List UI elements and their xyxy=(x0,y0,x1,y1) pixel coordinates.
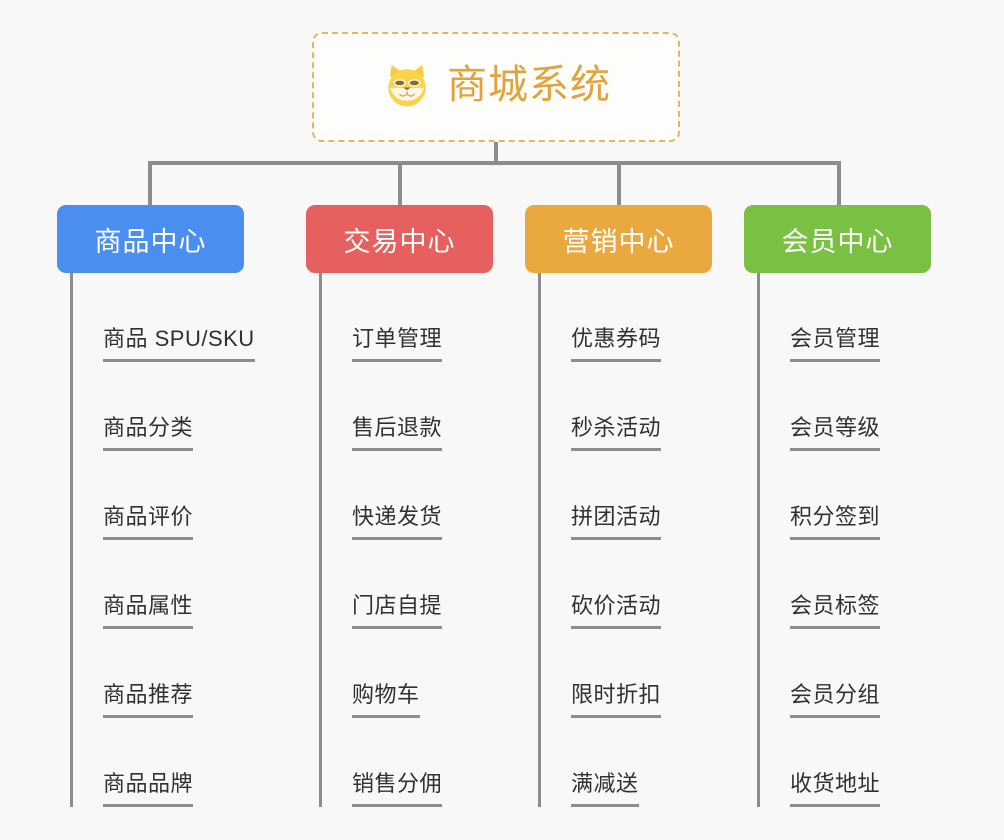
list-item[interactable]: 会员标签 xyxy=(760,540,931,629)
root-title: 商城系统 xyxy=(447,63,611,107)
leaf-label: 商品评价 xyxy=(103,504,194,540)
leaf-label: 商品属性 xyxy=(103,593,194,629)
leaf-list-product: 商品 SPU/SKU 商品分类 商品评价 商品属性 商品推荐 商品品牌 xyxy=(70,273,255,807)
leaf-label: 优惠券码 xyxy=(571,326,662,362)
root-node[interactable]: 商城系统 xyxy=(312,32,680,142)
leaf-label: 收货地址 xyxy=(790,771,881,807)
list-item[interactable]: 商品品牌 xyxy=(73,718,244,807)
list-item[interactable]: 订单管理 xyxy=(322,273,493,362)
list-item[interactable]: 优惠券码 xyxy=(541,273,712,362)
list-item[interactable]: 会员管理 xyxy=(760,273,931,362)
list-item[interactable]: 门店自提 xyxy=(322,540,493,629)
list-item[interactable]: 商品推荐 xyxy=(73,629,244,718)
category-header-marketing[interactable]: 营销中心 xyxy=(525,205,712,273)
list-item[interactable]: 商品分类 xyxy=(73,362,244,451)
leaf-label: 门店自提 xyxy=(352,593,443,629)
category-header-label: 会员中心 xyxy=(781,226,894,257)
leaf-label: 会员等级 xyxy=(790,415,881,451)
leaf-label: 商品品牌 xyxy=(103,771,194,807)
list-item[interactable]: 销售分佣 xyxy=(322,718,493,807)
category-header-label: 交易中心 xyxy=(343,226,456,257)
leaf-list-marketing: 优惠券码 秒杀活动 拼团活动 砍价活动 限时折扣 满减送 xyxy=(538,273,712,807)
leaf-label: 销售分佣 xyxy=(352,771,443,807)
connector-drop-4 xyxy=(837,163,841,207)
category-column-product: 商品中心 商品 SPU/SKU 商品分类 商品评价 商品属性 商品推荐 商品品牌 xyxy=(57,205,255,807)
leaf-label: 售后退款 xyxy=(352,415,443,451)
category-header-label: 商品中心 xyxy=(94,226,207,257)
category-header-member[interactable]: 会员中心 xyxy=(744,205,931,273)
list-item[interactable]: 售后退款 xyxy=(322,362,493,451)
list-item[interactable]: 快递发货 xyxy=(322,451,493,540)
leaf-label: 商品推荐 xyxy=(103,682,194,718)
list-item[interactable]: 会员分组 xyxy=(760,629,931,718)
shiba-inu-dog-face-icon xyxy=(381,61,433,113)
leaf-label: 商品分类 xyxy=(103,415,194,451)
list-item[interactable]: 会员等级 xyxy=(760,362,931,451)
leaf-list-member: 会员管理 会员等级 积分签到 会员标签 会员分组 收货地址 xyxy=(757,273,931,807)
leaf-label: 快递发货 xyxy=(352,504,443,540)
leaf-label: 订单管理 xyxy=(352,326,443,362)
connector-horizontal-bus xyxy=(148,161,841,165)
list-item[interactable]: 限时折扣 xyxy=(541,629,712,718)
leaf-label: 拼团活动 xyxy=(571,504,662,540)
leaf-label: 会员分组 xyxy=(790,682,881,718)
leaf-list-trade: 订单管理 售后退款 快递发货 门店自提 购物车 销售分佣 xyxy=(319,273,493,807)
connector-drop-3 xyxy=(617,163,621,207)
category-column-marketing: 营销中心 优惠券码 秒杀活动 拼团活动 砍价活动 限时折扣 满减送 xyxy=(525,205,712,807)
leaf-label: 秒杀活动 xyxy=(571,415,662,451)
leaf-label: 积分签到 xyxy=(790,504,881,540)
connector-drop-2 xyxy=(398,163,402,207)
category-column-trade: 交易中心 订单管理 售后退款 快递发货 门店自提 购物车 销售分佣 xyxy=(306,205,493,807)
connector-root-stem xyxy=(494,142,498,164)
list-item[interactable]: 秒杀活动 xyxy=(541,362,712,451)
connector-drop-1 xyxy=(148,163,152,207)
leaf-label: 购物车 xyxy=(352,682,420,718)
list-item[interactable]: 砍价活动 xyxy=(541,540,712,629)
leaf-label: 砍价活动 xyxy=(571,593,662,629)
list-item[interactable]: 商品 SPU/SKU xyxy=(73,273,255,362)
list-item[interactable]: 收货地址 xyxy=(760,718,931,807)
list-item[interactable]: 购物车 xyxy=(322,629,493,718)
category-header-label: 营销中心 xyxy=(562,226,675,257)
list-item[interactable]: 拼团活动 xyxy=(541,451,712,540)
leaf-label: 满减送 xyxy=(571,771,639,807)
category-header-product[interactable]: 商品中心 xyxy=(57,205,244,273)
list-item[interactable]: 商品评价 xyxy=(73,451,244,540)
leaf-label: 限时折扣 xyxy=(571,682,662,718)
list-item[interactable]: 商品属性 xyxy=(73,540,244,629)
leaf-label: 商品 SPU/SKU xyxy=(103,326,255,362)
leaf-label: 会员管理 xyxy=(790,326,881,362)
list-item[interactable]: 积分签到 xyxy=(760,451,931,540)
leaf-label: 会员标签 xyxy=(790,593,881,629)
category-header-trade[interactable]: 交易中心 xyxy=(306,205,493,273)
category-column-member: 会员中心 会员管理 会员等级 积分签到 会员标签 会员分组 收货地址 xyxy=(744,205,931,807)
list-item[interactable]: 满减送 xyxy=(541,718,712,807)
